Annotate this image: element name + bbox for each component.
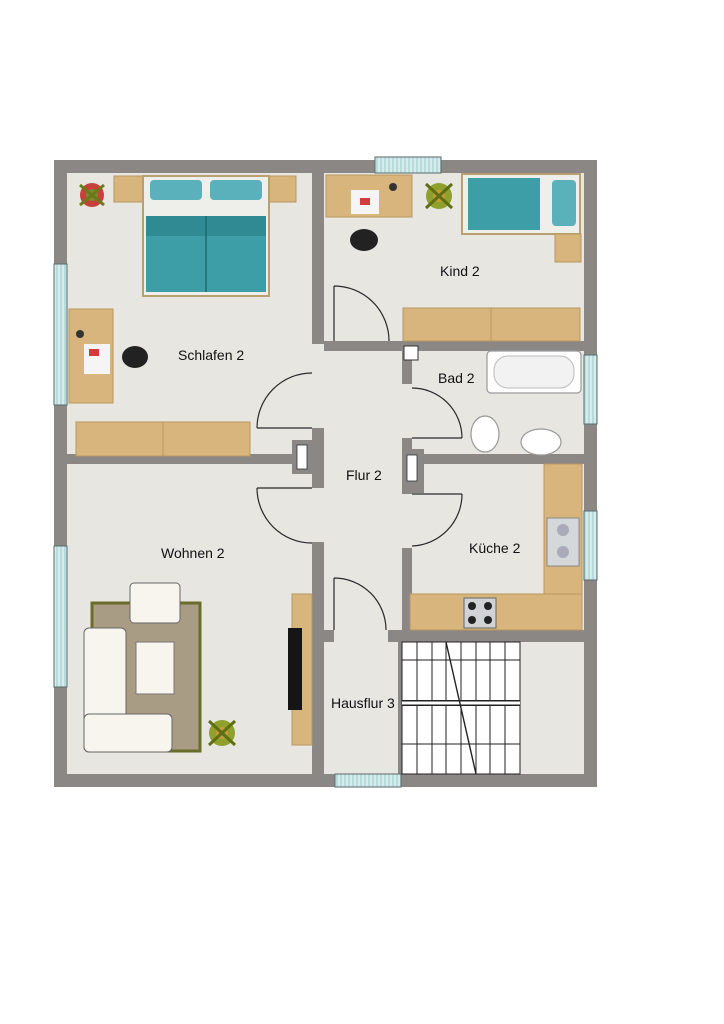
window-bottom-hausflur: [334, 773, 402, 788]
sink: [520, 428, 562, 456]
coffee-table: [135, 641, 175, 695]
nightstand-left: [113, 175, 145, 203]
label-flur: Flur 2: [346, 467, 382, 483]
doors: [256, 285, 463, 631]
label-kueche: Küche 2: [469, 540, 521, 556]
tv: [288, 628, 302, 710]
window-left-wohnen: [53, 545, 68, 688]
window-right-bad: [583, 354, 598, 425]
bathroom-fixtures: [470, 350, 582, 456]
chair-kind: [350, 229, 378, 251]
living-room-furniture: [83, 582, 313, 753]
interior-walls: [67, 173, 584, 774]
window-right-kueche: [583, 510, 598, 581]
plant-icon: [424, 182, 454, 210]
armchair: [129, 582, 181, 624]
plant-icon: [207, 719, 237, 747]
kids-room-furniture: [325, 173, 582, 342]
stove: [463, 597, 497, 629]
toilet: [470, 415, 500, 453]
plant-icon: [79, 183, 105, 207]
nightstand-kind: [554, 233, 582, 263]
chair-schlafen: [122, 346, 148, 368]
window-left-schlafen: [53, 263, 68, 406]
label-hausflur: Hausflur 3: [331, 695, 395, 711]
bad-duct: [403, 345, 419, 361]
kitchen-counter: [409, 463, 583, 631]
label-kind: Kind 2: [440, 263, 480, 279]
nightstand-right: [267, 175, 297, 203]
bedroom-furniture: [68, 175, 297, 457]
window-top-kind: [374, 156, 442, 174]
sofa-horizontal: [83, 713, 173, 753]
label-wohnen: Wohnen 2: [161, 545, 225, 561]
staircase: [401, 641, 521, 775]
label-schlafen: Schlafen 2: [178, 347, 244, 363]
windows: [53, 156, 598, 788]
label-bad: Bad 2: [438, 370, 475, 386]
